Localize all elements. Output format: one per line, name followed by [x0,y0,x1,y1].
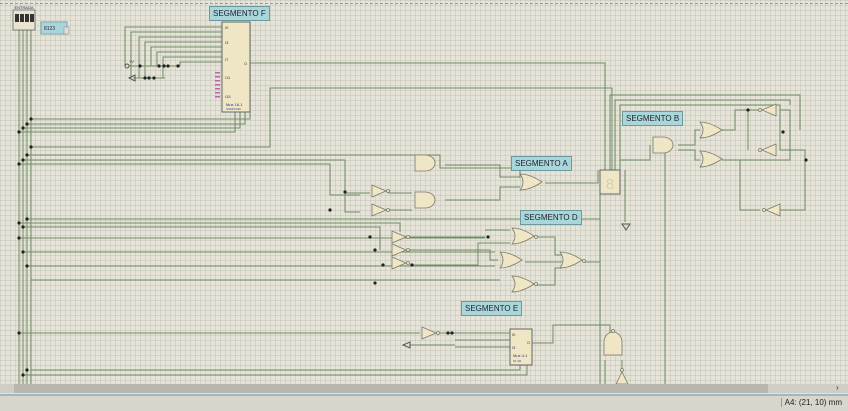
nor-gate [511,275,538,293]
page-border [0,3,848,4]
svg-text:O: O [527,340,530,345]
not-gate [762,203,781,217]
svg-text:I11: I11 [225,75,231,80]
nor-gate [511,227,538,245]
not-gate [391,256,410,270]
nand-gate [603,329,623,356]
label-segmento-b: SEGMENTO B [622,111,684,126]
horizontal-scrollbar-thumb[interactable] [14,384,768,393]
not-gate [615,368,629,384]
label-segmento-f: SEGMENTO F [209,6,270,21]
svg-text:S1 S0: S1 S0 [513,359,522,363]
or-gate [499,251,523,269]
mux-16-1[interactable]: I0 I3 I7 I11 I15 O Mux 16-1 S3S2S1S0 [215,21,251,113]
ground-icon [401,223,631,349]
and-gate [414,191,436,209]
not-gate [391,230,410,244]
not-gate [758,103,777,117]
dip-switch-title: ENTRADA [14,5,33,10]
status-coordinates: A4: (21, 10) mm [780,398,842,407]
dip-switch-entrada[interactable]: ENTRADA [12,5,36,31]
not-gate [371,184,390,198]
nor-gate-seg-d [559,251,586,269]
mux-4-1[interactable]: I0 I3 O Mux 4-1 S1 S0 [509,328,533,366]
seven-segment-digit: 8 [606,176,614,193]
label-segmento-e: SEGMENTO E [461,301,523,316]
svg-text:Mux 4-1: Mux 4-1 [513,353,528,358]
or-gate [699,150,723,168]
status-bar [0,396,848,411]
svg-text:I0: I0 [225,25,229,30]
label-segmento-a: SEGMENTO A [511,156,572,171]
scroll-right-arrow-icon[interactable]: › [836,383,839,392]
hex-display-value: 8123 [44,26,55,32]
svg-text:I15: I15 [225,94,231,99]
display-icon [63,26,70,35]
not-gate [391,243,410,257]
svg-text:+V: +V [129,59,134,64]
vcc-source-icon: +V [124,59,134,69]
or-gate [699,121,723,139]
svg-text:I3: I3 [512,345,516,350]
junction-dots [17,64,808,377]
seven-segment-display[interactable]: 8 [599,169,621,195]
hex-display[interactable]: 8123 [40,21,70,35]
svg-text:I0: I0 [512,332,516,337]
not-gate [758,143,777,157]
divider [0,394,848,396]
and-gate-seg-b [652,136,674,154]
circuit-schematic: ENTRADA 8123 +V I0 I3 I7 I11 I15 O Mux 1… [12,5,808,384]
ground-icon [127,74,136,82]
svg-text:I7: I7 [225,57,229,62]
svg-text:O: O [244,61,247,66]
or-gate-seg-a [519,173,543,191]
svg-text:I3: I3 [225,40,229,45]
svg-text:S3S2S1S0: S3S2S1S0 [226,107,241,111]
not-gate [371,203,390,217]
label-segmento-d: SEGMENTO D [520,210,582,225]
svg-text:Mux 16-1: Mux 16-1 [226,102,243,107]
wires [18,26,806,384]
not-gate [421,326,440,340]
and-gate [414,154,436,172]
